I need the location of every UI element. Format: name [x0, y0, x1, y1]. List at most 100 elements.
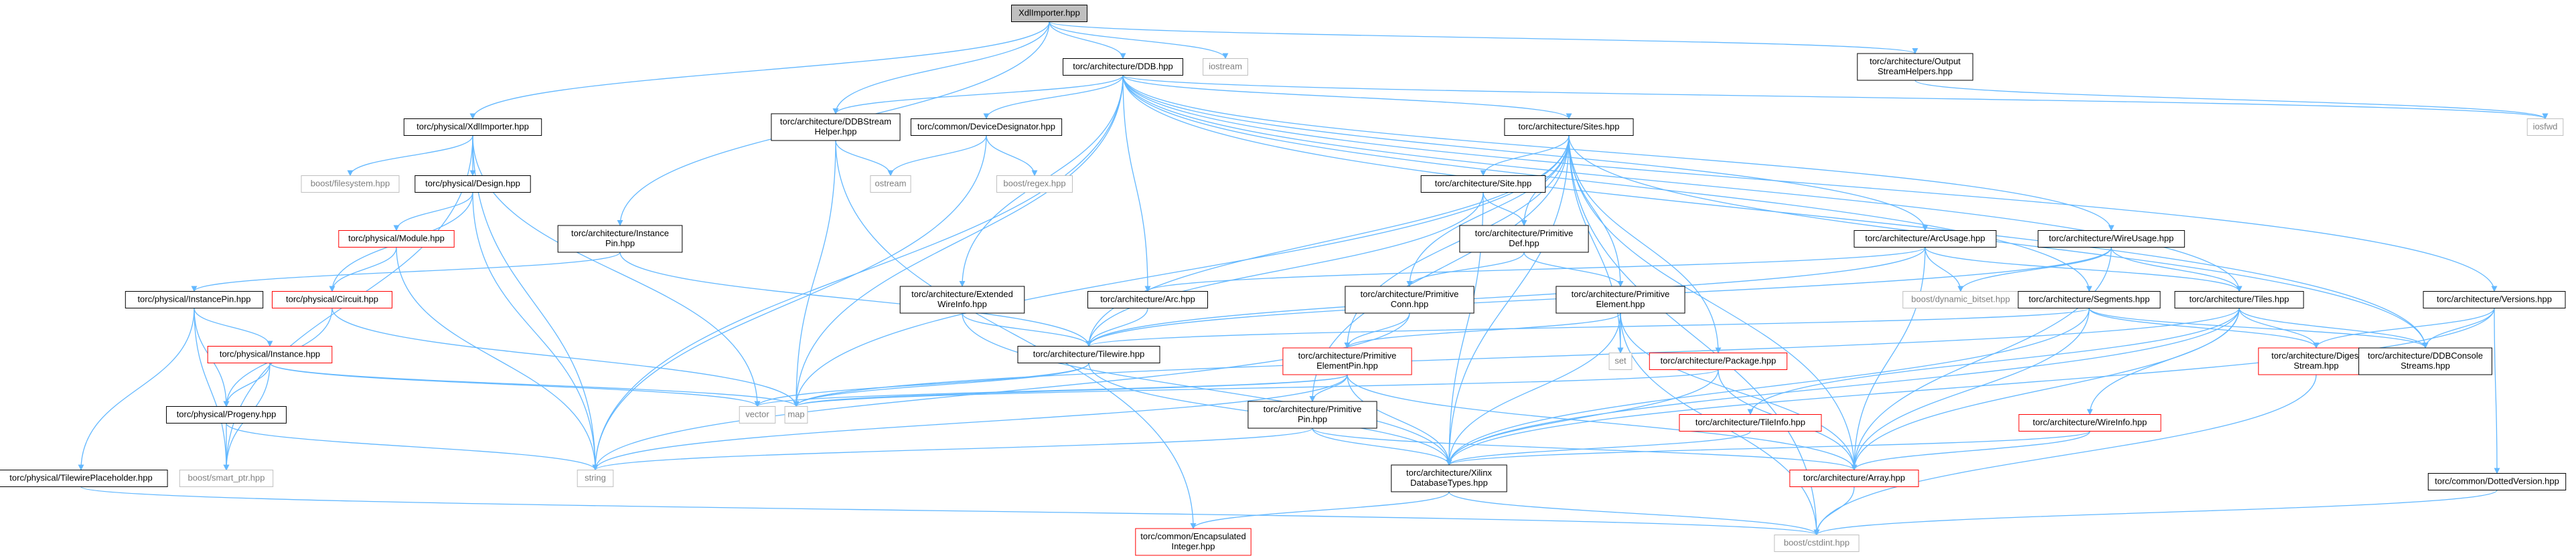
node-torc-physical-instance-hpp[interactable]: torc/physical/Instance.hpp [207, 346, 333, 363]
edge-torc-architecture-arcusage-hpp--torc-architecture-tilewire-hpp [1085, 247, 1926, 347]
edge-torc-architecture-outputstreamhelpers-hpp--iosfwd [1914, 80, 2549, 120]
node-box [1789, 470, 1919, 487]
edge-torc-architecture-sites-hpp--torc-architecture-package-hpp [1568, 135, 1722, 354]
node-label: Integer.hpp [1171, 541, 1215, 551]
edge-xdlimporter-hpp--torc-architecture-ddb-hpp [1049, 21, 1126, 60]
node-label: torc/physical/TilewirePlaceholder.hpp [9, 473, 152, 483]
node-torc-physical-progeny-hpp[interactable]: torc/physical/Progeny.hpp [166, 406, 287, 424]
node-torc-physical-instancepin-hpp[interactable]: torc/physical/InstancePin.hpp [125, 291, 264, 308]
node-torc-architecture-site-hpp[interactable]: torc/architecture/Site.hpp [1420, 175, 1546, 193]
node-boost-cstdint-hpp: boost/cstdint.hpp [1774, 535, 1860, 552]
node-label: torc/architecture/Primitive [1572, 289, 1670, 299]
edge-torc-architecture-primitiveelement-hpp--torc-architecture-xilinxdatabasetypes-hpp [1446, 312, 1621, 466]
edge-torc-architecture-versions-hpp--torc-common-dottedversion-hpp [2494, 308, 2500, 474]
node-label: torc/physical/Circuit.hpp [286, 294, 378, 304]
node-torc-architecture-package-hpp[interactable]: torc/architecture/Package.hpp [1649, 353, 1788, 370]
node-box [2427, 473, 2567, 490]
node-box [1203, 58, 1248, 76]
node-torc-physical-xdlimporter-hpp[interactable]: torc/physical/XdlImporter.hpp [403, 118, 542, 136]
node-box [996, 175, 1073, 193]
node-box [1608, 353, 1633, 370]
node-torc-architecture-segments-hpp[interactable]: torc/architecture/Segments.hpp [2018, 291, 2161, 308]
node-label: boost/dynamic_bitset.hpp [1911, 294, 2010, 304]
edge-torc-physical-xdlimporter-hpp--boost-filesystem-hpp [347, 135, 473, 177]
nodes-layer: XdlImporter.hpp torc/physical/XdlImporter… [0, 5, 2567, 556]
node-box [1853, 230, 1997, 248]
node-label: torc/architecture/WireUsage.hpp [2049, 234, 2174, 244]
edge-torc-architecture-wireusage-hpp--torc-architecture-array-hpp [1851, 247, 2112, 471]
edge-torc-architecture-versions-hpp--torc-architecture-ddbconsolestreams-hpp [2422, 308, 2495, 349]
node-torc-physical-tilewireplaceholder-hpp[interactable]: torc/physical/TilewirePlaceholder.hpp [0, 470, 168, 487]
node-box [403, 118, 542, 136]
node-box [1679, 414, 1822, 432]
node-label: torc/common/DeviceDesignator.hpp [917, 122, 1055, 132]
edge-torc-architecture-arcusage-hpp--torc-architecture-tiles-hpp [1924, 247, 2243, 292]
node-label: string [585, 473, 606, 483]
edge-torc-architecture-primitiveelementpin-hpp--torc-architecture-array-hpp [1347, 374, 1858, 471]
node-box [125, 291, 264, 308]
edge-torc-architecture-wireusage-hpp--torc-architecture-tiles-hpp [2111, 247, 2243, 292]
node-box [1087, 291, 1208, 308]
node-label: torc/architecture/Primitive [1298, 351, 1397, 361]
edge-xdlimporter-hpp--iostream [1049, 21, 1229, 60]
node-torc-architecture-outputstreamhelpers-hpp[interactable]: torc/architecture/OutputStreamHelpers.hp… [1857, 53, 1973, 81]
node-label: torc/architecture/DDB.hpp [1073, 62, 1173, 72]
node-torc-common-devicedesignator-hpp[interactable]: torc/common/DeviceDesignator.hpp [910, 118, 1063, 136]
node-box [301, 175, 400, 193]
edge-torc-architecture-tiles-hpp--torc-architecture-xilinxdatabasetypes-hpp [1446, 308, 2240, 466]
node-torc-architecture-tileinfo-hpp[interactable]: torc/architecture/TileInfo.hpp [1679, 414, 1822, 432]
edge-torc-physical-instancepin-hpp--boost-smart-ptr-hpp [194, 308, 230, 471]
edge-torc-architecture-segments-hpp--torc-architecture-tilewire-hpp [1085, 307, 2090, 347]
node-torc-architecture-wireinfo-hpp[interactable]: torc/architecture/WireInfo.hpp [2018, 414, 2162, 432]
node-boost-regex-hpp: boost/regex.hpp [996, 175, 1073, 193]
node-torc-architecture-tilewire-hpp[interactable]: torc/architecture/Tilewire.hpp [1017, 346, 1160, 363]
node-torc-common-dottedversion-hpp[interactable]: torc/common/DottedVersion.hpp [2427, 473, 2567, 490]
node-torc-architecture-arcusage-hpp[interactable]: torc/architecture/ArcUsage.hpp [1853, 230, 1997, 248]
edge-torc-architecture-primitivepin-hpp--string [592, 428, 1313, 471]
edge-torc-architecture-sites-hpp--torc-architecture-site-hpp [1480, 135, 1570, 177]
node-label: torc/physical/Instance.hpp [220, 349, 320, 359]
edge-torc-architecture-sites-hpp--boost-cstdint-hpp [1568, 135, 1820, 536]
node-torc-physical-module-hpp[interactable]: torc/physical/Module.hpp [338, 230, 455, 248]
node-label: torc/architecture/Digest [2271, 351, 2361, 361]
node-label: torc/architecture/TileInfo.hpp [1695, 417, 1805, 428]
node-torc-architecture-instancepin-hpp[interactable]: torc/architecture/InstancePin.hpp [557, 225, 683, 253]
edge-torc-architecture-tiles-hpp--torc-architecture-array-hpp [1851, 308, 2240, 471]
node-torc-physical-circuit-hpp[interactable]: torc/physical/Circuit.hpp [272, 291, 392, 308]
edge-torc-common-devicedesignator-hpp--string [592, 135, 987, 471]
node-torc-architecture-array-hpp[interactable]: torc/architecture/Array.hpp [1789, 470, 1919, 487]
edge-torc-architecture-ddb-hpp--torc-architecture-sites-hpp [1122, 75, 1572, 120]
node-xdlimporter-hpp[interactable]: XdlImporter.hpp [1011, 5, 1087, 22]
edge-torc-architecture-ddbstreamhelper-hpp--map [793, 140, 836, 407]
node-box [1017, 346, 1160, 363]
edge-torc-physical-xdlimporter-hpp--string [472, 135, 599, 471]
node-map: map [784, 406, 808, 424]
node-box [1902, 291, 2019, 308]
edge-torc-common-devicedesignator-hpp--ostream [887, 135, 987, 177]
node-box [1649, 353, 1788, 370]
node-torc-architecture-sites-hpp[interactable]: torc/architecture/Sites.hpp [1504, 118, 1634, 136]
node-torc-architecture-arc-hpp[interactable]: torc/architecture/Arc.hpp [1087, 291, 1208, 308]
node-torc-architecture-wireusage-hpp[interactable]: torc/architecture/WireUsage.hpp [2038, 230, 2185, 248]
node-torc-architecture-xilinxdatabasetypes-hpp[interactable]: torc/architecture/XilinxDatabaseTypes.hp… [1391, 464, 1507, 492]
node-torc-architecture-tiles-hpp[interactable]: torc/architecture/Tiles.hpp [2174, 291, 2304, 308]
node-box [2358, 347, 2492, 375]
node-torc-physical-design-hpp[interactable]: torc/physical/Design.hpp [414, 175, 531, 193]
edge-torc-architecture-ddb-hpp--torc-architecture-segments-hpp [1122, 75, 2093, 292]
node-torc-architecture-primitiveelementpin-hpp[interactable]: torc/architecture/PrimitiveElementPin.hp… [1282, 347, 1412, 375]
node-label: boost/filesystem.hpp [311, 179, 390, 189]
node-box [414, 175, 531, 193]
edge-torc-physical-instance-hpp--map [269, 362, 800, 407]
node-box [2526, 118, 2564, 136]
node-torc-architecture-ddb-hpp[interactable]: torc/architecture/DDB.hpp [1063, 58, 1183, 76]
node-torc-architecture-versions-hpp[interactable]: torc/architecture/Versions.hpp [2423, 291, 2566, 308]
